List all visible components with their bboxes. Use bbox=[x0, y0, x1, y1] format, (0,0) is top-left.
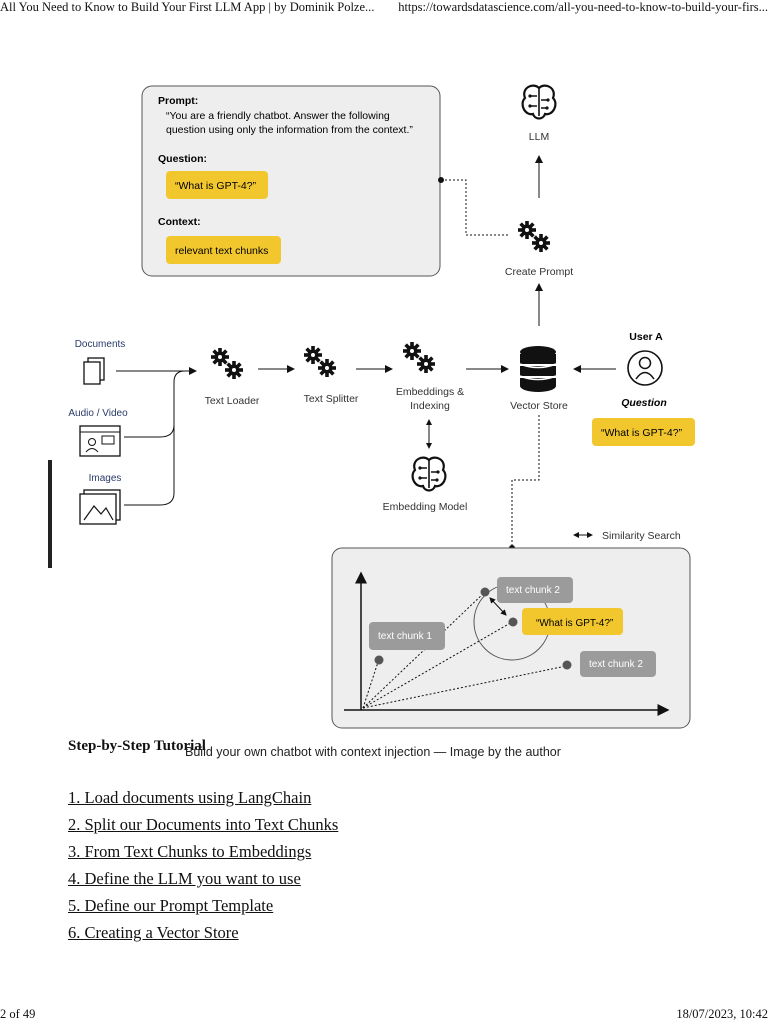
context-chip bbox=[166, 236, 281, 264]
text-splitter-gears-icon bbox=[304, 346, 336, 377]
embeddings-gears-icon bbox=[403, 342, 435, 373]
plot-query bbox=[522, 608, 623, 635]
toc-link-6[interactable]: 6. Creating a Vector Store bbox=[68, 923, 239, 942]
toc-item: 2. Split our Documents into Text Chunks bbox=[68, 811, 338, 838]
table-of-contents: 1. Load documents using LangChain 2. Spl… bbox=[68, 784, 338, 946]
images-label: Images bbox=[89, 473, 122, 484]
plot-chunk-3 bbox=[580, 651, 656, 677]
prompt-text-line1: “You are a friendly chatbot. Answer the … bbox=[166, 110, 390, 122]
toc-item: 3. From Text Chunks to Embeddings bbox=[68, 838, 338, 865]
page-header-title: All You Need to Know to Build Your First… bbox=[0, 0, 375, 14]
documents-icon bbox=[83, 357, 105, 385]
text-loader-gears-icon bbox=[211, 348, 243, 379]
plot-chunk-3-label: text chunk 2 bbox=[589, 659, 643, 670]
create-prompt-label: Create Prompt bbox=[505, 266, 573, 278]
toc-item: 1. Load documents using LangChain bbox=[68, 784, 338, 811]
documents-label: Documents bbox=[75, 339, 126, 350]
sidebar-accent-bar bbox=[48, 460, 52, 568]
user-label: User A bbox=[629, 331, 663, 343]
plot-chunk-2-label: text chunk 2 bbox=[506, 585, 560, 596]
page-header-url[interactable]: https://towardsdatascience.com/all-you-n… bbox=[398, 0, 768, 14]
vector-store-label: Vector Store bbox=[510, 400, 568, 412]
prompt-label: Prompt: bbox=[158, 95, 198, 107]
embedding-model-brain-icon bbox=[411, 456, 447, 492]
question-chip bbox=[166, 171, 268, 199]
llm-label: LLM bbox=[529, 131, 549, 143]
similarity-plot: text chunk 1 text chunk 2 text chunk 2 “… bbox=[331, 547, 691, 729]
user-question-chip bbox=[592, 418, 695, 446]
audio-video-icon bbox=[79, 425, 121, 457]
plot-chunk-1-label: text chunk 1 bbox=[378, 631, 432, 642]
user-question-label: Question bbox=[621, 397, 667, 409]
context-label: Context: bbox=[158, 216, 201, 228]
embeddings-label-line2: Indexing bbox=[410, 400, 450, 412]
toc-link-1[interactable]: 1. Load documents using LangChain bbox=[68, 788, 312, 807]
toc-link-2[interactable]: 2. Split our Documents into Text Chunks bbox=[68, 815, 339, 834]
llm-brain-icon bbox=[521, 84, 557, 120]
plot-query-label: “What is GPT-4?” bbox=[536, 618, 613, 629]
create-prompt-gears-icon bbox=[518, 221, 550, 252]
embeddings-label-line1: Embeddings & bbox=[396, 386, 464, 398]
embedding-model-label: Embedding Model bbox=[383, 501, 468, 513]
toc-link-4[interactable]: 4. Define the LLM you want to use bbox=[68, 869, 301, 888]
images-icon bbox=[79, 489, 121, 525]
user-avatar-icon bbox=[627, 350, 663, 386]
prompt-box: Prompt: “You are a friendly chatbot. Ans… bbox=[141, 85, 441, 277]
toc-link-3[interactable]: 3. From Text Chunks to Embeddings bbox=[68, 842, 312, 861]
toc-item: 6. Creating a Vector Store bbox=[68, 919, 338, 946]
text-loader-label: Text Loader bbox=[205, 395, 260, 407]
figure-caption: Build your own chatbot with context inje… bbox=[185, 745, 561, 759]
text-splitter-label: Text Splitter bbox=[304, 393, 359, 405]
llm-app-diagram: Prompt: “You are a friendly chatbot. Ans… bbox=[68, 84, 695, 729]
context-value: relevant text chunks bbox=[175, 245, 268, 257]
audio-video-label: Audio / Video bbox=[68, 408, 128, 419]
prompt-text-line2: question using only the information from… bbox=[166, 124, 413, 136]
question-label: Question: bbox=[158, 153, 207, 165]
plot-chunk-1 bbox=[369, 622, 445, 650]
section-heading: Step-by-Step Tutorial bbox=[68, 738, 206, 754]
vector-store-database-icon bbox=[519, 346, 557, 392]
toc-link-5[interactable]: 5. Define our Prompt Template bbox=[68, 896, 274, 915]
toc-item: 5. Define our Prompt Template bbox=[68, 892, 338, 919]
plot-chunk-2 bbox=[497, 577, 573, 603]
question-value: “What is GPT-4?” bbox=[175, 180, 257, 192]
footer-page-number: 2 of 49 bbox=[0, 1007, 36, 1021]
user-question-value: “What is GPT-4?” bbox=[601, 427, 683, 439]
toc-item: 4. Define the LLM you want to use bbox=[68, 865, 338, 892]
footer-date: 18/07/2023, 10:42 bbox=[676, 1007, 768, 1021]
similarity-search-legend: Similarity Search bbox=[602, 530, 681, 542]
